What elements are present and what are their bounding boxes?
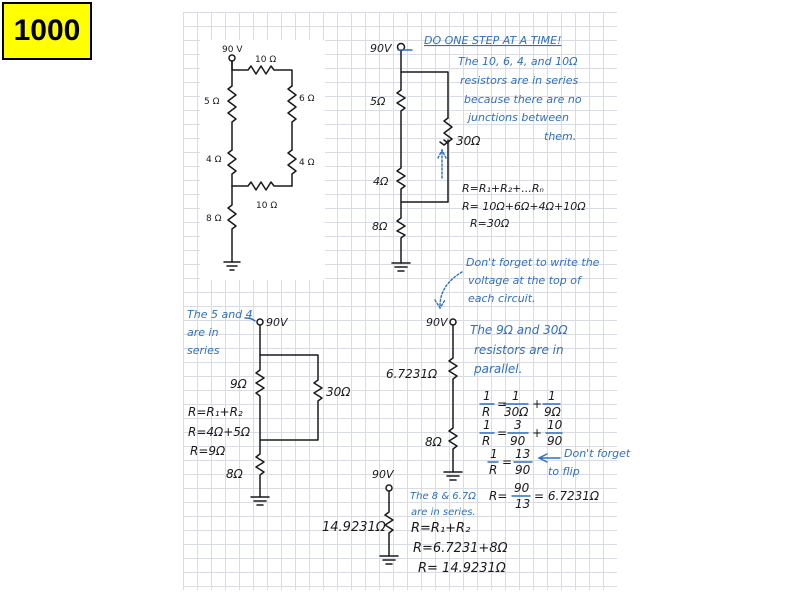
eq2-b-num: 10 bbox=[547, 418, 563, 432]
eq2-lhs-num: 1 bbox=[483, 418, 491, 432]
step1-source-label: 90V bbox=[370, 42, 393, 55]
step4-note-line-1: The 8 & 6.7Ω bbox=[410, 491, 476, 502]
eq3-a-den: 90 bbox=[515, 463, 531, 477]
step2-label-30ohm: 30Ω bbox=[326, 385, 351, 399]
step1-formula-1: R=R₁+R₂+...Rₙ bbox=[462, 182, 544, 195]
printed-label-left-upper: 5 Ω bbox=[204, 97, 220, 107]
step4-note-line-2: are in series. bbox=[411, 507, 476, 518]
printed-label-top-resistor: 10 Ω bbox=[255, 55, 276, 65]
step1-circuit bbox=[391, 42, 453, 272]
printed-diagram-background bbox=[200, 40, 325, 280]
eq1-a-num: 1 bbox=[512, 389, 520, 403]
step1-note-line-4: junctions between bbox=[466, 111, 569, 124]
step1-formula-3: R=30Ω bbox=[470, 217, 510, 230]
printed-label-right-lower: 4 Ω bbox=[299, 158, 315, 168]
eq3-a-num: 13 bbox=[515, 447, 530, 461]
step1-note-line-2: resistors are in series bbox=[460, 74, 578, 87]
step3-note-line-3: parallel. bbox=[473, 362, 522, 376]
printed-label-left-lower: 4 Ω bbox=[206, 155, 222, 165]
eq2-a-num: 3 bbox=[514, 418, 522, 432]
step4-formula-2: R=6.7231+8Ω bbox=[413, 541, 508, 556]
printed-label-middle-resistor: 10 Ω bbox=[256, 201, 277, 211]
step2-label-8ohm: 8Ω bbox=[226, 467, 244, 481]
reminder-line-2: voltage at the top of bbox=[468, 274, 583, 287]
eq1-lhs-num: 1 bbox=[483, 389, 491, 403]
step2-source-label: 90V bbox=[266, 316, 289, 329]
eq1-plus: + bbox=[532, 397, 542, 411]
eq3-equals: = bbox=[502, 455, 512, 469]
printed-label-bottom-resistor: 8 Ω bbox=[206, 214, 222, 224]
step1-note-line-1: The 10, 6, 4, and 10Ω bbox=[458, 55, 578, 68]
eq1-a-den: 30Ω bbox=[504, 405, 529, 419]
step4-formula-1: R=R₁+R₂ bbox=[411, 521, 470, 536]
eq3-lhs-den: R bbox=[489, 463, 497, 477]
eq1-equals: = bbox=[497, 397, 507, 411]
flip-note-line-1: Don't forget bbox=[564, 447, 631, 460]
step1-label-30ohm: 30Ω bbox=[456, 134, 481, 148]
step3-note-line-1: The 9Ω and 30Ω bbox=[470, 323, 568, 337]
step3-note-line-2: resistors are in bbox=[474, 343, 564, 357]
arrow-reminder bbox=[434, 271, 463, 310]
eq2-equals: = bbox=[497, 426, 507, 440]
arrow-to-30ohm bbox=[437, 148, 447, 179]
eq2-a-den: 90 bbox=[510, 434, 526, 448]
step3-label-equiv: 6.7231Ω bbox=[386, 367, 438, 381]
step1-formula-2: R= 10Ω+6Ω+4Ω+10Ω bbox=[462, 200, 586, 213]
original-circuit-diagram bbox=[223, 54, 297, 271]
flip-note-line-2: to flip bbox=[548, 465, 580, 478]
arrow-flip bbox=[537, 453, 561, 463]
eq2-lhs-den: R bbox=[482, 434, 490, 448]
step1-label-5ohm: 5Ω bbox=[370, 95, 386, 108]
eq2-plus: + bbox=[532, 426, 542, 440]
step1-label-8ohm: 8Ω bbox=[372, 220, 388, 233]
eq4-result: = 6.7231Ω bbox=[534, 489, 600, 503]
graph-paper-sheet bbox=[183, 12, 617, 590]
step3-label-8ohm: 8Ω bbox=[425, 435, 443, 449]
step2-note-line-2: are in bbox=[187, 326, 219, 339]
reminder-line-3: each circuit. bbox=[468, 292, 536, 305]
step3-source-label: 90V bbox=[426, 316, 449, 329]
eq1-b-num: 1 bbox=[548, 389, 556, 403]
step4-label-total: 14.9231Ω bbox=[322, 520, 386, 535]
step2-formula-2: R=4Ω+5Ω bbox=[188, 425, 251, 439]
step3-circuit bbox=[443, 318, 463, 481]
step4-formula-3: R= 14.9231Ω bbox=[418, 561, 506, 576]
step1-note-line-3: because there are no bbox=[464, 93, 582, 106]
step2-formula-3: R=9Ω bbox=[190, 444, 226, 458]
eq3-lhs-num: 1 bbox=[490, 447, 498, 461]
step1-label-4ohm: 4Ω bbox=[373, 175, 389, 188]
step4-circuit bbox=[379, 484, 399, 565]
arrow-step2 bbox=[244, 317, 256, 322]
eq2-b-den: 90 bbox=[547, 434, 563, 448]
step2-label-9ohm: 9Ω bbox=[230, 377, 248, 391]
eq1-b-den: 9Ω bbox=[544, 405, 562, 419]
printed-label-right-upper: 6 Ω bbox=[299, 94, 315, 104]
reminder-line-1: Don't forget to write the bbox=[466, 256, 600, 269]
eq4-lhs: R= bbox=[489, 489, 507, 503]
step1-note-title: DO ONE STEP AT A TIME! bbox=[424, 34, 562, 47]
step2-formula-1: R=R₁+R₂ bbox=[188, 405, 243, 419]
eq4-num: 90 bbox=[514, 481, 530, 495]
eq1-lhs-den: R bbox=[482, 405, 490, 419]
slide-number-badge: 1000 bbox=[2, 2, 92, 60]
step2-circuit bbox=[250, 318, 323, 506]
printed-source-label: 90 V bbox=[222, 45, 243, 55]
step1-note-line-5: them. bbox=[544, 130, 576, 143]
step2-note-line-1: The 5 and 4 bbox=[187, 308, 253, 321]
step2-note-line-3: series bbox=[187, 344, 220, 357]
step4-source-label: 90V bbox=[372, 468, 395, 481]
eq4-den: 13 bbox=[515, 497, 530, 511]
